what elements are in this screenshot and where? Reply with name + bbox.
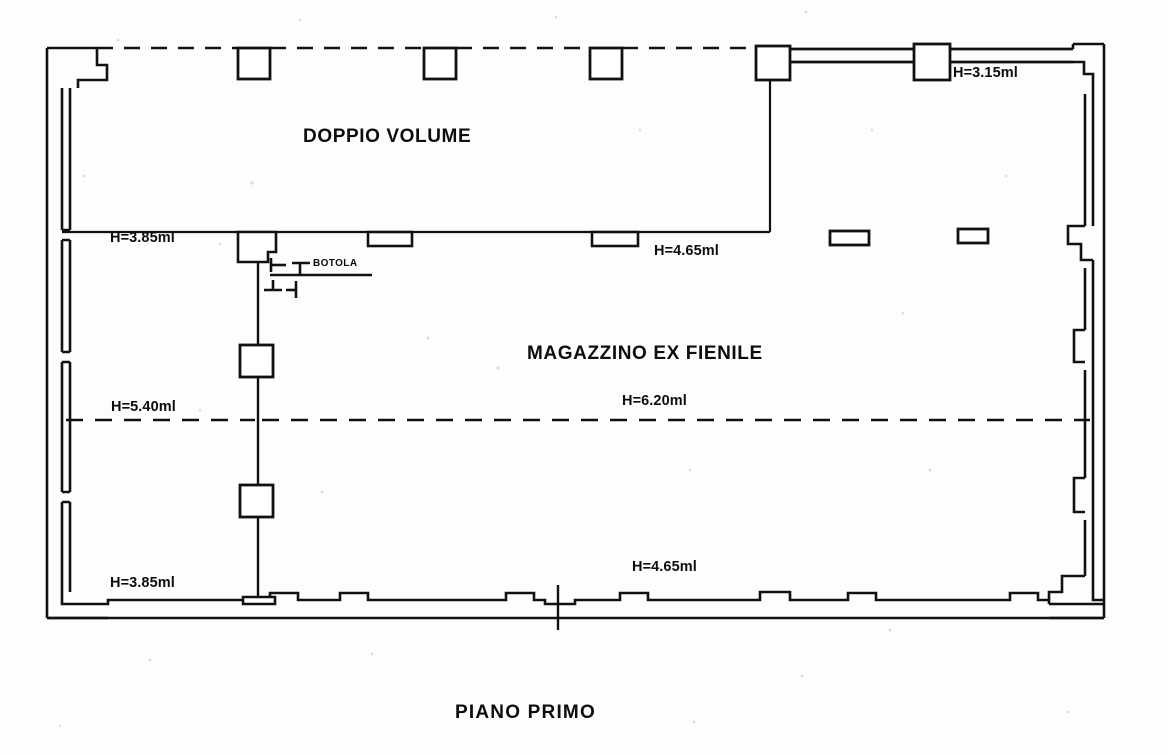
top-column-row bbox=[236, 42, 952, 82]
scan-noise bbox=[58, 10, 1070, 728]
sheet-title: PIANO PRIMO bbox=[455, 702, 596, 723]
height-label-h-3-15: H=3.15ml bbox=[953, 65, 1018, 81]
spine-wall-foot bbox=[241, 595, 277, 606]
floating-beam-marks bbox=[828, 227, 990, 247]
height-label-h-3-85-lower-left: H=3.85ml bbox=[110, 575, 175, 591]
column-spine-1 bbox=[238, 343, 275, 379]
detail-label-botola: BOTOLA bbox=[313, 258, 358, 269]
wall-beam-pockets bbox=[366, 230, 640, 248]
column-top-3 bbox=[588, 46, 624, 81]
height-label-h-6-20: H=6.20ml bbox=[622, 393, 687, 409]
beam-pocket-1 bbox=[366, 230, 414, 248]
height-label-h-4-65-lower: H=4.65ml bbox=[632, 559, 697, 575]
room-label-magazzino-ex-fienile: MAGAZZINO EX FIENILE bbox=[527, 343, 763, 364]
botola-symbol bbox=[264, 258, 372, 298]
height-label-h-3-85-upper-left: H=3.85ml bbox=[110, 230, 175, 246]
bottom-exterior-wall bbox=[47, 590, 1104, 620]
column-spine-2 bbox=[238, 483, 275, 519]
beam-mark-2 bbox=[956, 227, 990, 245]
top-right-exterior-wall bbox=[790, 47, 1073, 64]
column-top-4 bbox=[754, 44, 792, 82]
spine-wall-head bbox=[236, 230, 278, 264]
column-top-2 bbox=[422, 46, 458, 81]
right-exterior-wall bbox=[1047, 42, 1106, 620]
spine-wall-columns bbox=[238, 343, 275, 519]
room-label-doppio-volume: DOPPIO VOLUME bbox=[303, 126, 472, 147]
left-exterior-wall bbox=[45, 46, 109, 620]
column-top-5 bbox=[912, 42, 952, 82]
column-top-1 bbox=[236, 46, 272, 81]
beam-pocket-2 bbox=[590, 230, 640, 248]
height-label-h-5-40: H=5.40ml bbox=[111, 399, 176, 415]
height-label-h-4-65-upper: H=4.65ml bbox=[654, 243, 719, 259]
beam-mark-1 bbox=[828, 229, 871, 247]
